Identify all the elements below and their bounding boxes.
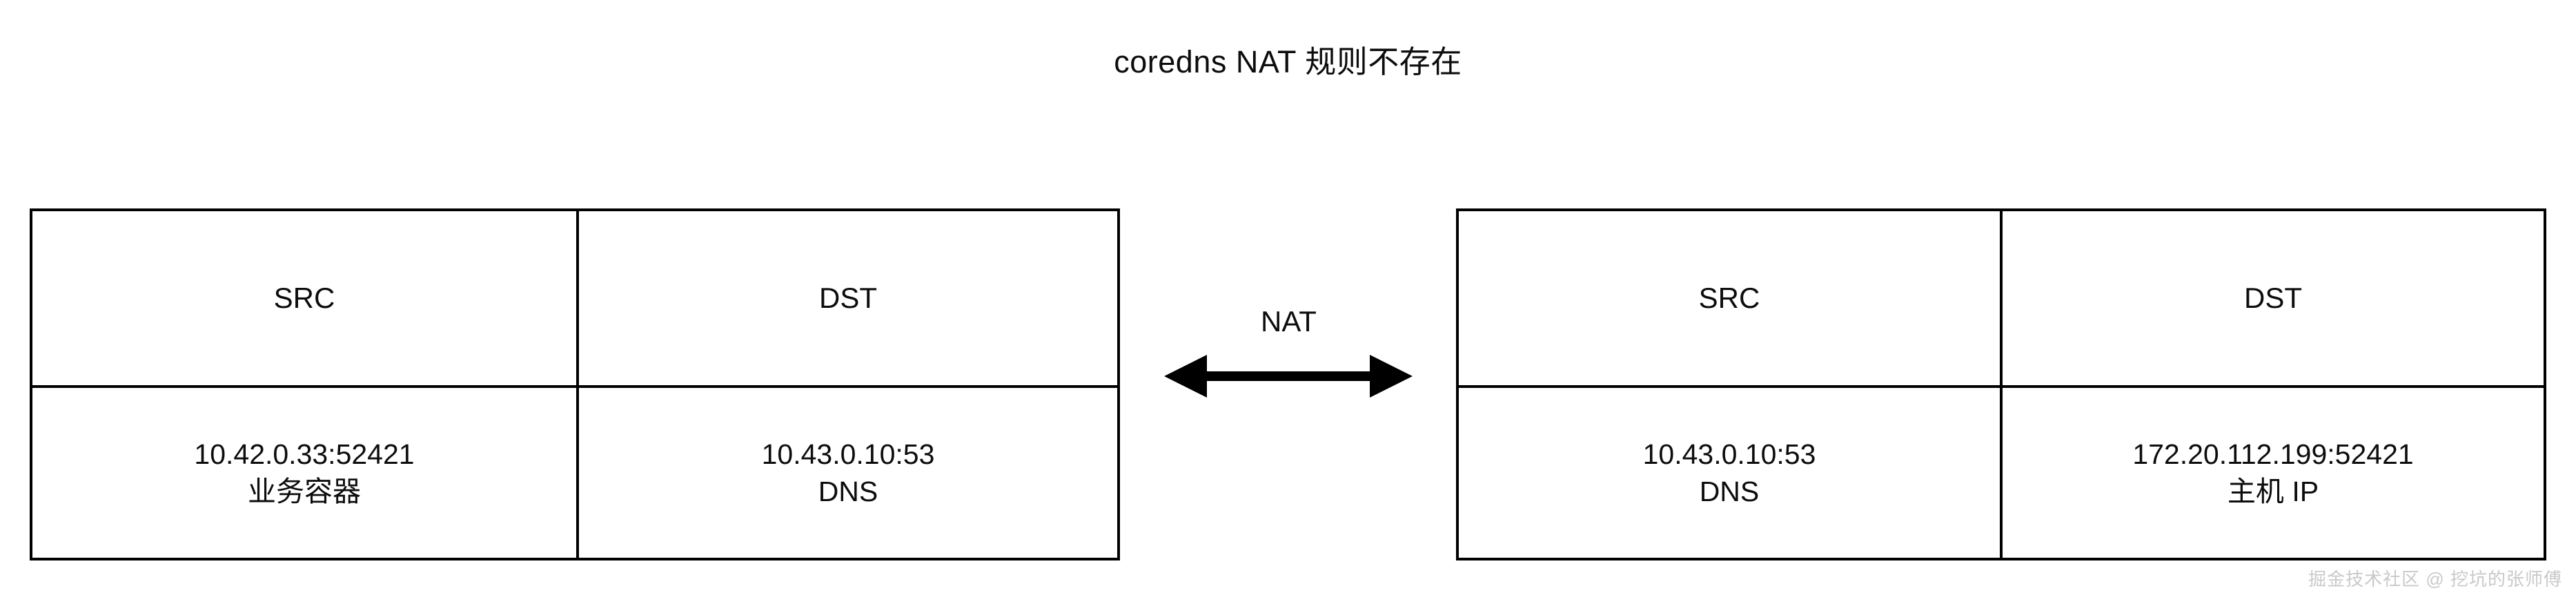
table-header-cell-dst: DST	[2003, 211, 2544, 385]
pre-nat-packet-table: SRC DST 10.42.0.33:52421 业务容器 10.43.0.10…	[30, 208, 1120, 560]
column-header-label: DST	[2244, 282, 2302, 314]
src-address-value: 10.43.0.10:53	[1642, 438, 1816, 470]
table-cell-dst: 172.20.112.199:52421 主机 IP	[2003, 388, 2544, 558]
double-headed-arrow-icon	[1164, 355, 1413, 398]
src-role-label: DNS	[1699, 476, 1760, 507]
column-header-label: DST	[819, 282, 877, 314]
table-cell-src: 10.43.0.10:53 DNS	[1459, 388, 2003, 558]
table-header-row: SRC DST	[32, 211, 1117, 388]
table-header-cell-src: SRC	[32, 211, 579, 385]
watermark: 掘金技术社区 @ 挖坑的张师傅	[2308, 569, 2562, 589]
table-row: 10.43.0.10:53 DNS 172.20.112.199:52421 主…	[1459, 388, 2544, 558]
table-row: 10.42.0.33:52421 业务容器 10.43.0.10:53 DNS	[32, 388, 1117, 558]
dst-address-value: 172.20.112.199:52421	[2132, 438, 2414, 470]
table-header-cell-dst: DST	[579, 211, 1117, 385]
table-header-cell-src: SRC	[1459, 211, 2003, 385]
dst-role-label: 主机 IP	[2227, 476, 2319, 507]
table-cell-dst: 10.43.0.10:53 DNS	[579, 388, 1117, 558]
post-nat-packet-table: SRC DST 10.43.0.10:53 DNS 172.20.112.199…	[1456, 208, 2546, 560]
table-cell-src: 10.42.0.33:52421 业务容器	[32, 388, 579, 558]
src-address-value: 10.42.0.33:52421	[194, 438, 415, 470]
column-header-label: SRC	[273, 282, 335, 314]
dst-address-value: 10.43.0.10:53	[761, 438, 935, 470]
column-header-label: SRC	[1698, 282, 1760, 314]
src-role-label: 业务容器	[248, 476, 361, 507]
nat-connector-label: NAT	[1261, 305, 1317, 338]
dst-role-label: DNS	[818, 476, 878, 507]
nat-connector: NAT	[1146, 304, 1432, 414]
table-header-row: SRC DST	[1459, 211, 2544, 388]
page-title: coredns NAT 规则不存在	[1114, 44, 1462, 79]
